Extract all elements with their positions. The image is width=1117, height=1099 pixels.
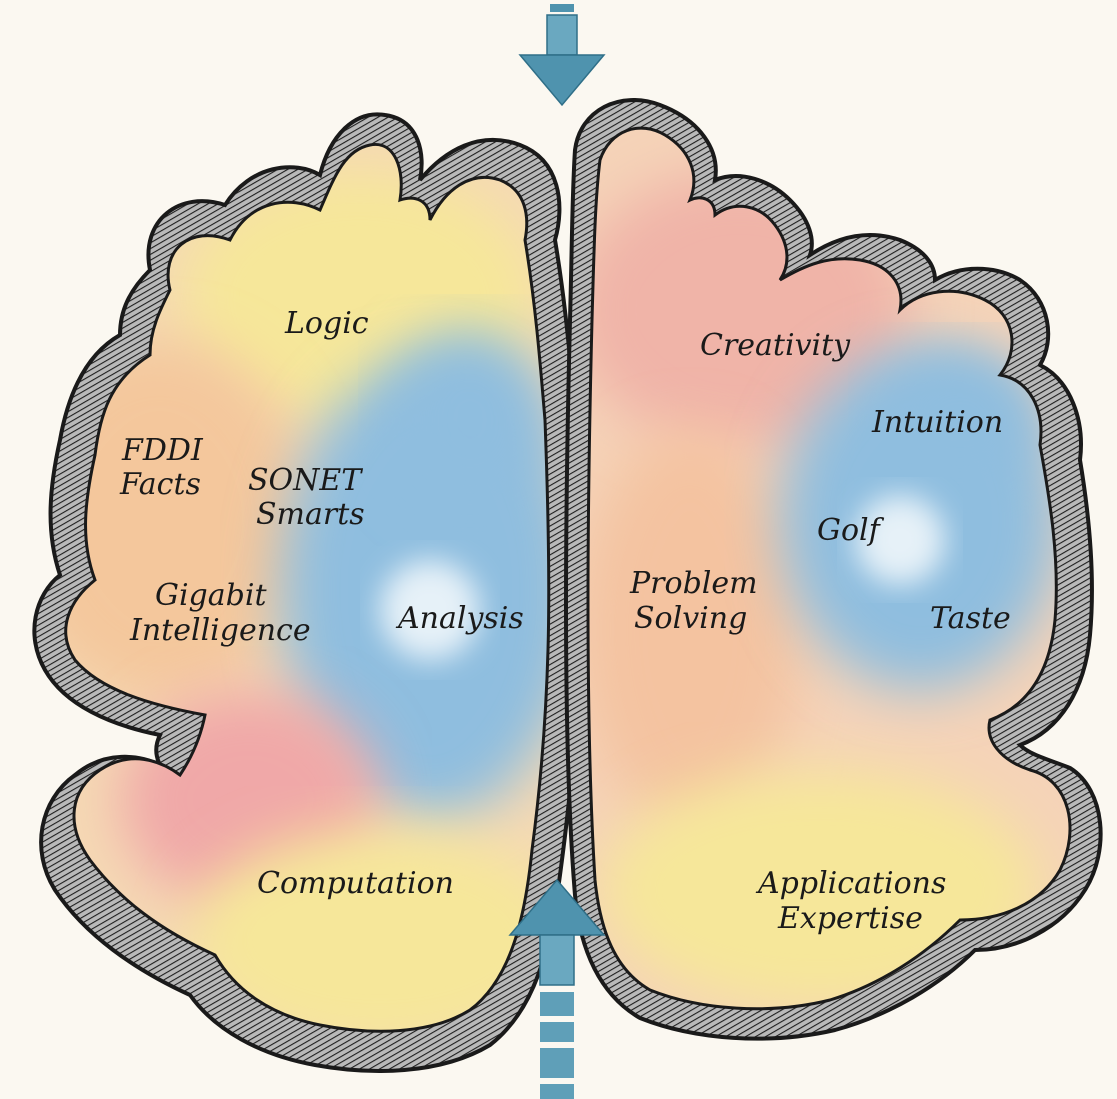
label-logic: Logic — [284, 306, 369, 341]
label-gigabit-line1: Gigabit — [155, 578, 267, 613]
label-sonet-line2: Smarts — [256, 497, 365, 532]
label-analysis: Analysis — [395, 601, 524, 636]
label-taste: Taste — [930, 601, 1011, 636]
label-fddi-line2: Facts — [119, 467, 201, 502]
label-problem-line2: Solving — [634, 601, 747, 636]
label-intuition: Intuition — [871, 405, 1003, 440]
label-gigabit-line2: Intelligence — [129, 613, 311, 648]
label-golf: Golf — [817, 513, 885, 548]
label-fddi-facts: FDDI Facts — [119, 433, 212, 502]
label-problem-solving: Problem Solving — [629, 566, 767, 636]
label-creativity: Creativity — [700, 328, 851, 363]
label-sonet-line1: SONET — [248, 463, 363, 498]
label-sonet-smarts: SONET Smarts — [248, 463, 371, 532]
arrow-down-icon — [520, 4, 604, 105]
label-applications-line2: Expertise — [777, 901, 923, 936]
label-applications-line1: Applications — [755, 866, 946, 901]
label-fddi-line1: FDDI — [121, 433, 204, 468]
label-problem-line1: Problem — [629, 566, 758, 601]
label-computation: Computation — [257, 866, 454, 901]
